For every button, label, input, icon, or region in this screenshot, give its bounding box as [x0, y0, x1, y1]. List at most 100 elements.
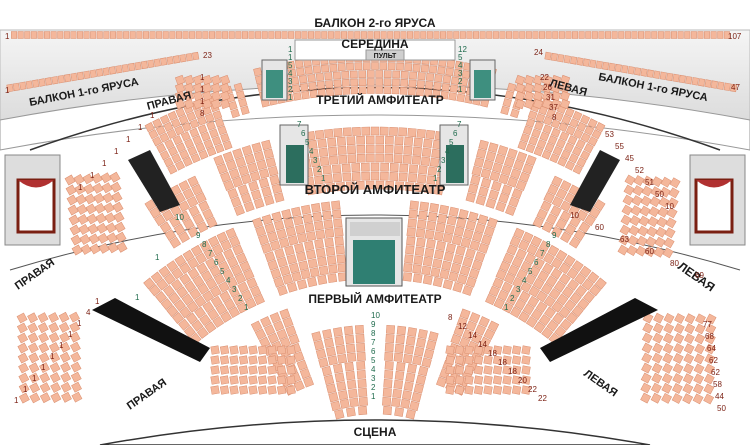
seat[interactable] — [501, 301, 514, 314]
seat[interactable] — [257, 355, 268, 365]
seat[interactable] — [276, 385, 287, 395]
seat[interactable] — [512, 276, 524, 289]
seat[interactable] — [536, 290, 548, 303]
seat[interactable] — [238, 365, 249, 375]
seat[interactable] — [663, 237, 675, 249]
seat[interactable] — [69, 311, 80, 323]
seat[interactable] — [332, 71, 341, 80]
seat[interactable] — [542, 252, 555, 265]
seat[interactable] — [70, 31, 77, 39]
seat[interactable] — [337, 145, 347, 155]
seat[interactable] — [540, 200, 552, 212]
seat[interactable] — [626, 245, 638, 257]
seat[interactable] — [565, 31, 572, 39]
seat[interactable] — [282, 316, 294, 328]
seat[interactable] — [730, 83, 738, 93]
seat[interactable] — [570, 56, 578, 65]
seat[interactable] — [346, 379, 357, 390]
seat[interactable] — [502, 98, 512, 108]
seat[interactable] — [324, 128, 334, 139]
seat[interactable] — [416, 128, 426, 139]
seat[interactable] — [405, 245, 415, 255]
seat[interactable] — [228, 286, 240, 298]
seat[interactable] — [445, 365, 455, 375]
seat[interactable] — [657, 31, 664, 39]
seat[interactable] — [76, 71, 85, 81]
seat[interactable] — [549, 153, 560, 164]
seat[interactable] — [337, 63, 346, 72]
seat[interactable] — [400, 70, 409, 79]
seat[interactable] — [322, 210, 332, 221]
seat[interactable] — [431, 148, 441, 159]
seat[interactable] — [547, 183, 559, 196]
seat[interactable] — [214, 118, 225, 128]
seat[interactable] — [691, 77, 699, 86]
seat[interactable] — [492, 277, 504, 289]
seat[interactable] — [228, 168, 240, 180]
seat[interactable] — [89, 243, 101, 255]
seat[interactable] — [672, 73, 680, 83]
seat[interactable] — [550, 98, 562, 110]
seat[interactable] — [334, 31, 341, 39]
seat[interactable] — [460, 237, 472, 248]
seat[interactable] — [481, 234, 492, 246]
seat[interactable] — [655, 226, 667, 238]
seat[interactable] — [510, 168, 522, 180]
seat[interactable] — [550, 257, 563, 270]
seat[interactable] — [491, 180, 502, 192]
seat[interactable] — [477, 214, 489, 226]
seat[interactable] — [241, 31, 248, 39]
seat[interactable] — [253, 293, 265, 306]
seat[interactable] — [194, 306, 206, 319]
seat[interactable] — [222, 151, 234, 163]
seat[interactable] — [191, 183, 203, 196]
seat[interactable] — [195, 31, 202, 39]
seat[interactable] — [180, 131, 191, 142]
seat[interactable] — [638, 215, 650, 227]
seat[interactable] — [506, 293, 518, 306]
seat[interactable] — [605, 31, 612, 39]
seat[interactable] — [48, 342, 60, 353]
seat[interactable] — [528, 136, 539, 146]
seat[interactable] — [541, 98, 553, 110]
seat[interactable] — [393, 154, 403, 164]
seat[interactable] — [296, 279, 308, 290]
seat[interactable] — [569, 118, 580, 129]
seat[interactable] — [152, 136, 163, 147]
seat[interactable] — [205, 277, 218, 290]
seat[interactable] — [499, 260, 511, 273]
seat[interactable] — [234, 272, 247, 285]
seat[interactable] — [456, 316, 468, 328]
seat[interactable] — [207, 235, 220, 248]
seat[interactable] — [483, 375, 493, 385]
seat[interactable] — [296, 359, 308, 371]
seat[interactable] — [172, 135, 183, 146]
seat[interactable] — [423, 184, 434, 194]
seat[interactable] — [487, 320, 500, 333]
seat[interactable] — [57, 74, 65, 84]
seat[interactable] — [589, 59, 597, 68]
seat[interactable] — [525, 316, 538, 328]
seat[interactable] — [82, 173, 94, 185]
seat[interactable] — [358, 86, 367, 95]
seat[interactable] — [184, 138, 195, 149]
seat[interactable] — [624, 174, 636, 186]
seat[interactable] — [454, 385, 465, 395]
seat[interactable] — [383, 70, 392, 79]
seat[interactable] — [337, 353, 348, 364]
seat[interactable] — [445, 375, 455, 385]
seat[interactable] — [634, 67, 642, 76]
seat[interactable] — [192, 135, 203, 146]
seat[interactable] — [439, 204, 449, 215]
seat[interactable] — [186, 111, 197, 122]
seat[interactable] — [356, 351, 366, 362]
seat[interactable] — [567, 278, 580, 291]
seat[interactable] — [166, 56, 174, 65]
seat[interactable] — [267, 385, 277, 395]
seat[interactable] — [662, 342, 674, 354]
seat[interactable] — [521, 375, 531, 385]
seat[interactable] — [393, 379, 404, 390]
seat[interactable] — [565, 125, 576, 136]
seat[interactable] — [527, 295, 540, 308]
seat[interactable] — [358, 70, 367, 79]
